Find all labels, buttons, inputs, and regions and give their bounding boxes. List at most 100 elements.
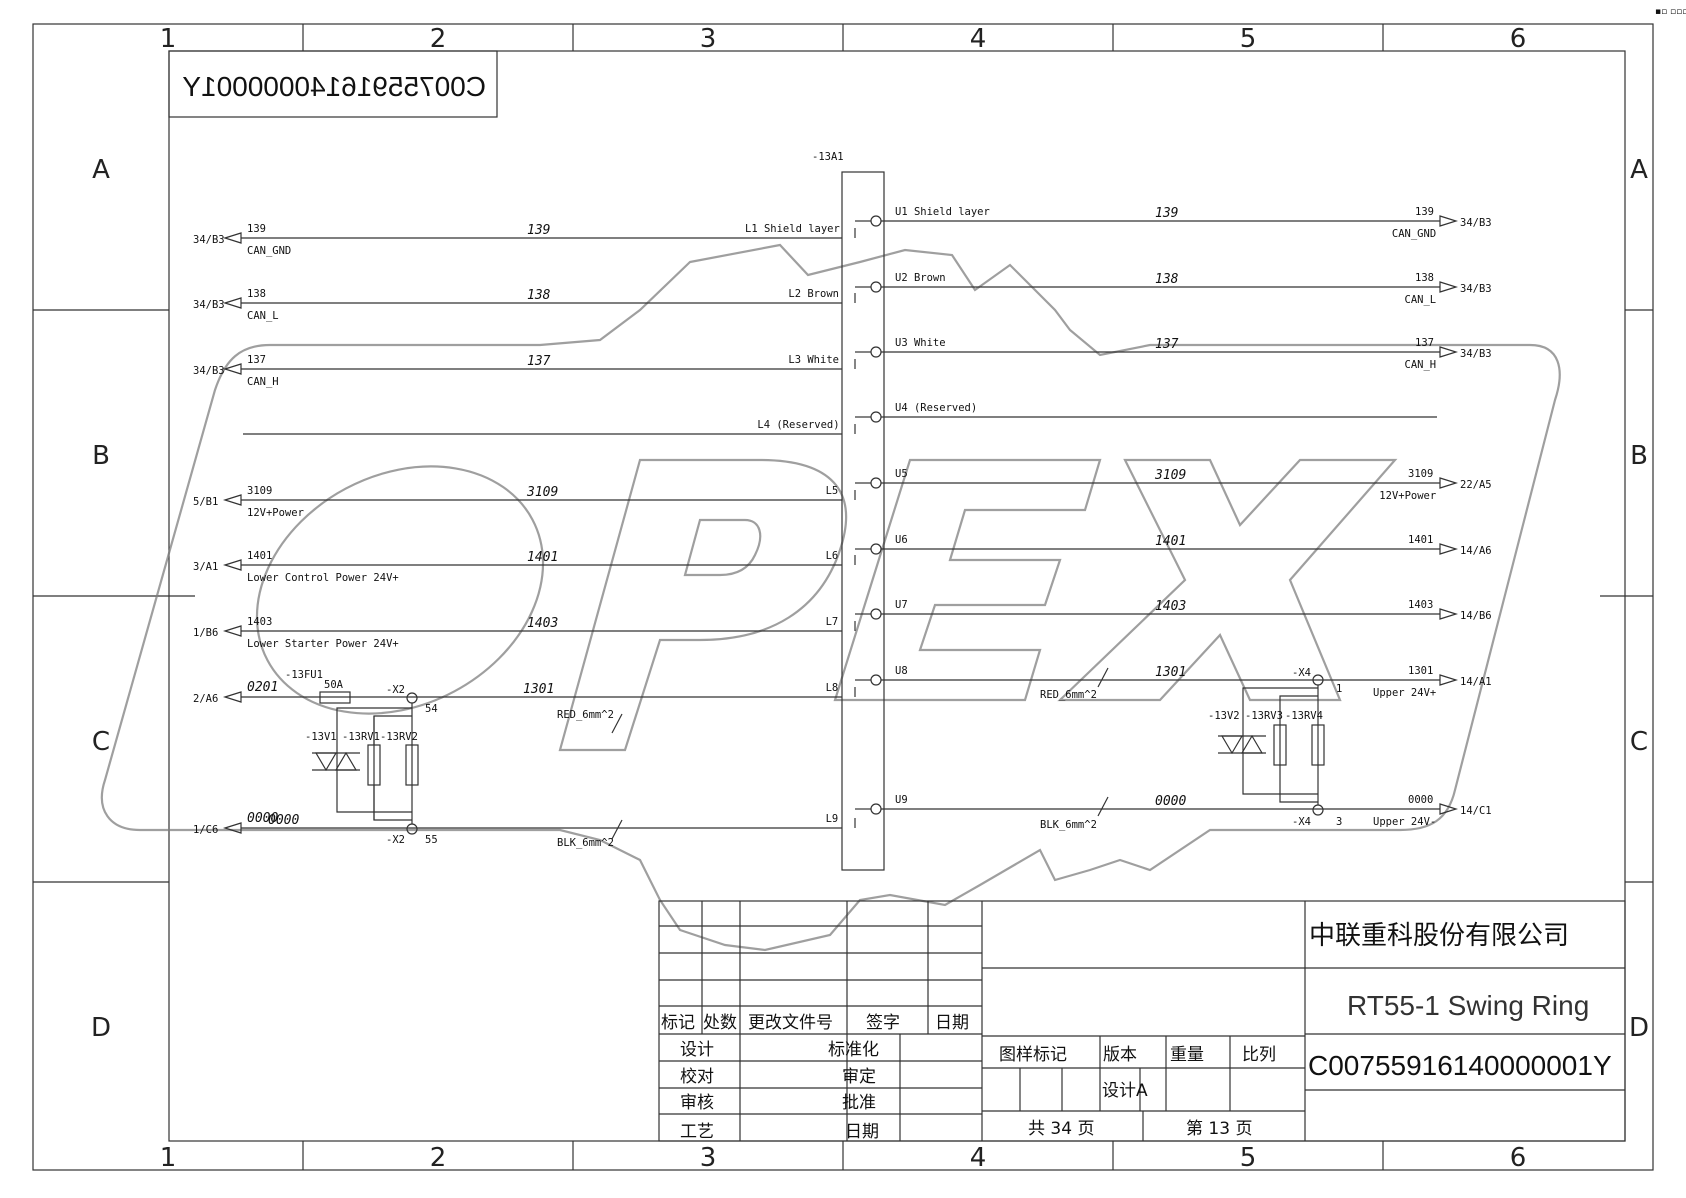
- corner-mark: ▪▫ ▫▫▫: [1655, 7, 1686, 17]
- terminal-label: L4 (Reserved): [757, 419, 839, 431]
- terminal-label: L7: [826, 616, 839, 628]
- terminal-node: [870, 281, 882, 293]
- rv2-tag: -13RV2: [380, 731, 418, 743]
- terminal-label: U2 Brown: [895, 272, 946, 284]
- wire-arrow: [1439, 543, 1459, 555]
- terminal-label: U8: [895, 665, 908, 677]
- wire-mid-number: 1403: [527, 616, 558, 631]
- wire-arrow: [1439, 281, 1459, 293]
- tb-hdr-doc: 更改文件号: [748, 1013, 833, 1033]
- terminal-node: [870, 674, 882, 686]
- wire-ref: 34/B3: [193, 365, 225, 377]
- tb-total-pages: 共 34 页: [1028, 1119, 1094, 1139]
- wire-ref: 5/B1: [193, 496, 218, 508]
- wire-ref: 14/A6: [1460, 545, 1492, 557]
- wire-mid-number: 137: [1155, 337, 1179, 352]
- tb-company: 中联重科股份有限公司: [1309, 921, 1569, 951]
- col-label: 6: [1510, 1143, 1527, 1173]
- wire-number: 3109: [247, 485, 272, 497]
- tb-check: 校对: [680, 1067, 714, 1087]
- v2-tag: -13V2: [1208, 710, 1240, 722]
- wire-signal: Lower Control Power 24V+: [247, 572, 399, 584]
- connector-tag: -13A1: [812, 151, 844, 163]
- rv1-tag: -13RV1: [342, 731, 380, 743]
- col-label: 2: [430, 1143, 447, 1173]
- red-cable-left: RED_6mm^2: [557, 709, 614, 721]
- wire-number: 137: [1415, 337, 1434, 349]
- wire-signal: CAN_L: [247, 310, 279, 322]
- tb-hdr-date: 日期: [935, 1013, 969, 1033]
- wire-arrow: [1439, 674, 1459, 686]
- right-protection-circuit: [1097, 667, 1325, 817]
- column-labels-bottom: 1 2 3 4 5 6: [160, 1143, 1527, 1173]
- blk-cable-left: BLK_6mm^2: [557, 837, 614, 849]
- tb-drawing-mark: 图样标记: [999, 1045, 1067, 1065]
- terminal-label: U3 White: [895, 337, 946, 349]
- wire-ref: 34/B3: [193, 299, 225, 311]
- left-protection-circuit: [312, 691, 623, 840]
- wire-mid-number: 139: [1155, 206, 1178, 221]
- col-label: 3: [700, 24, 717, 54]
- row-label: C: [92, 727, 110, 757]
- wire-arrow: [1439, 803, 1459, 815]
- terminal-label: L1 Shield layer: [745, 223, 840, 235]
- wire-ref: 1/B6: [193, 627, 218, 639]
- x4-top-pin: 1: [1336, 683, 1342, 695]
- wire-arrow: [1439, 346, 1459, 358]
- row-label: B: [1630, 441, 1648, 471]
- wire-signal: 12V+Power: [247, 507, 304, 519]
- terminal-node: [870, 346, 882, 358]
- wire-ref: 14/B6: [1460, 610, 1492, 622]
- col-label: 4: [970, 1143, 987, 1173]
- wire-arrow: [1439, 477, 1459, 489]
- doc-code-box: [168, 50, 498, 118]
- wire-ref: 22/A5: [1460, 479, 1492, 491]
- terminal-node: [870, 477, 882, 489]
- wire-signal: CAN_GND: [247, 245, 291, 257]
- terminal-label: U9: [895, 794, 908, 806]
- wire-signal: CAN_H: [1405, 359, 1437, 371]
- wire-arrow: [222, 363, 242, 375]
- terminal-label: L3 White: [788, 354, 839, 366]
- wire-number: 137: [247, 354, 266, 366]
- wire-number: 1403: [247, 616, 272, 628]
- col-label: 2: [430, 24, 447, 54]
- tb-version: 版本: [1103, 1045, 1137, 1065]
- tb-approve: 批准: [842, 1093, 876, 1113]
- row-label: C: [1630, 727, 1648, 757]
- tb-code: C00755916140000001Y: [1308, 1050, 1612, 1081]
- column-labels-top: 1 2 3 4 5 6: [160, 24, 1527, 54]
- wire-arrow: [222, 494, 242, 506]
- tb-hdr-count: 处数: [703, 1013, 737, 1033]
- blk-cable-right: BLK_6mm^2: [1040, 819, 1097, 831]
- wire-arrow: [1439, 608, 1459, 620]
- v1-tag: -13V1: [305, 731, 337, 743]
- wire-signal: CAN_GND: [1392, 228, 1436, 240]
- wire-number: 3109: [1408, 468, 1433, 480]
- x2-top-label: -X2: [386, 684, 405, 696]
- wire-mid-number: 0000: [1155, 794, 1186, 809]
- col-label: 5: [1240, 1143, 1257, 1173]
- wire-arrow: [222, 297, 242, 309]
- wire-signal: 12V+Power: [1379, 490, 1436, 502]
- title-block: [658, 900, 1626, 1142]
- wire-mid-number: 1403: [1155, 599, 1186, 614]
- terminal-label: U7: [895, 599, 908, 611]
- row-label: D: [91, 1013, 111, 1043]
- wire-mid-number: 1301: [1155, 665, 1186, 680]
- rv4-tag: -13RV4: [1285, 710, 1323, 722]
- terminal-node: [870, 543, 882, 555]
- doc-code-mirrored: C00755916140000001Y: [182, 71, 486, 102]
- wire-number: 1403: [1408, 599, 1433, 611]
- tb-hdr-sign: 签字: [866, 1013, 900, 1033]
- row-label: D: [1629, 1013, 1649, 1043]
- tb-page: 第 13 页: [1186, 1119, 1252, 1139]
- x4-top-label: -X4: [1292, 667, 1311, 679]
- tb-audit: 审定: [842, 1067, 876, 1087]
- wire-ref: 14/C1: [1460, 805, 1492, 817]
- col-label: 6: [1510, 24, 1527, 54]
- tb-version-val: 设计A: [1102, 1081, 1148, 1101]
- wire-arrow: [222, 625, 242, 637]
